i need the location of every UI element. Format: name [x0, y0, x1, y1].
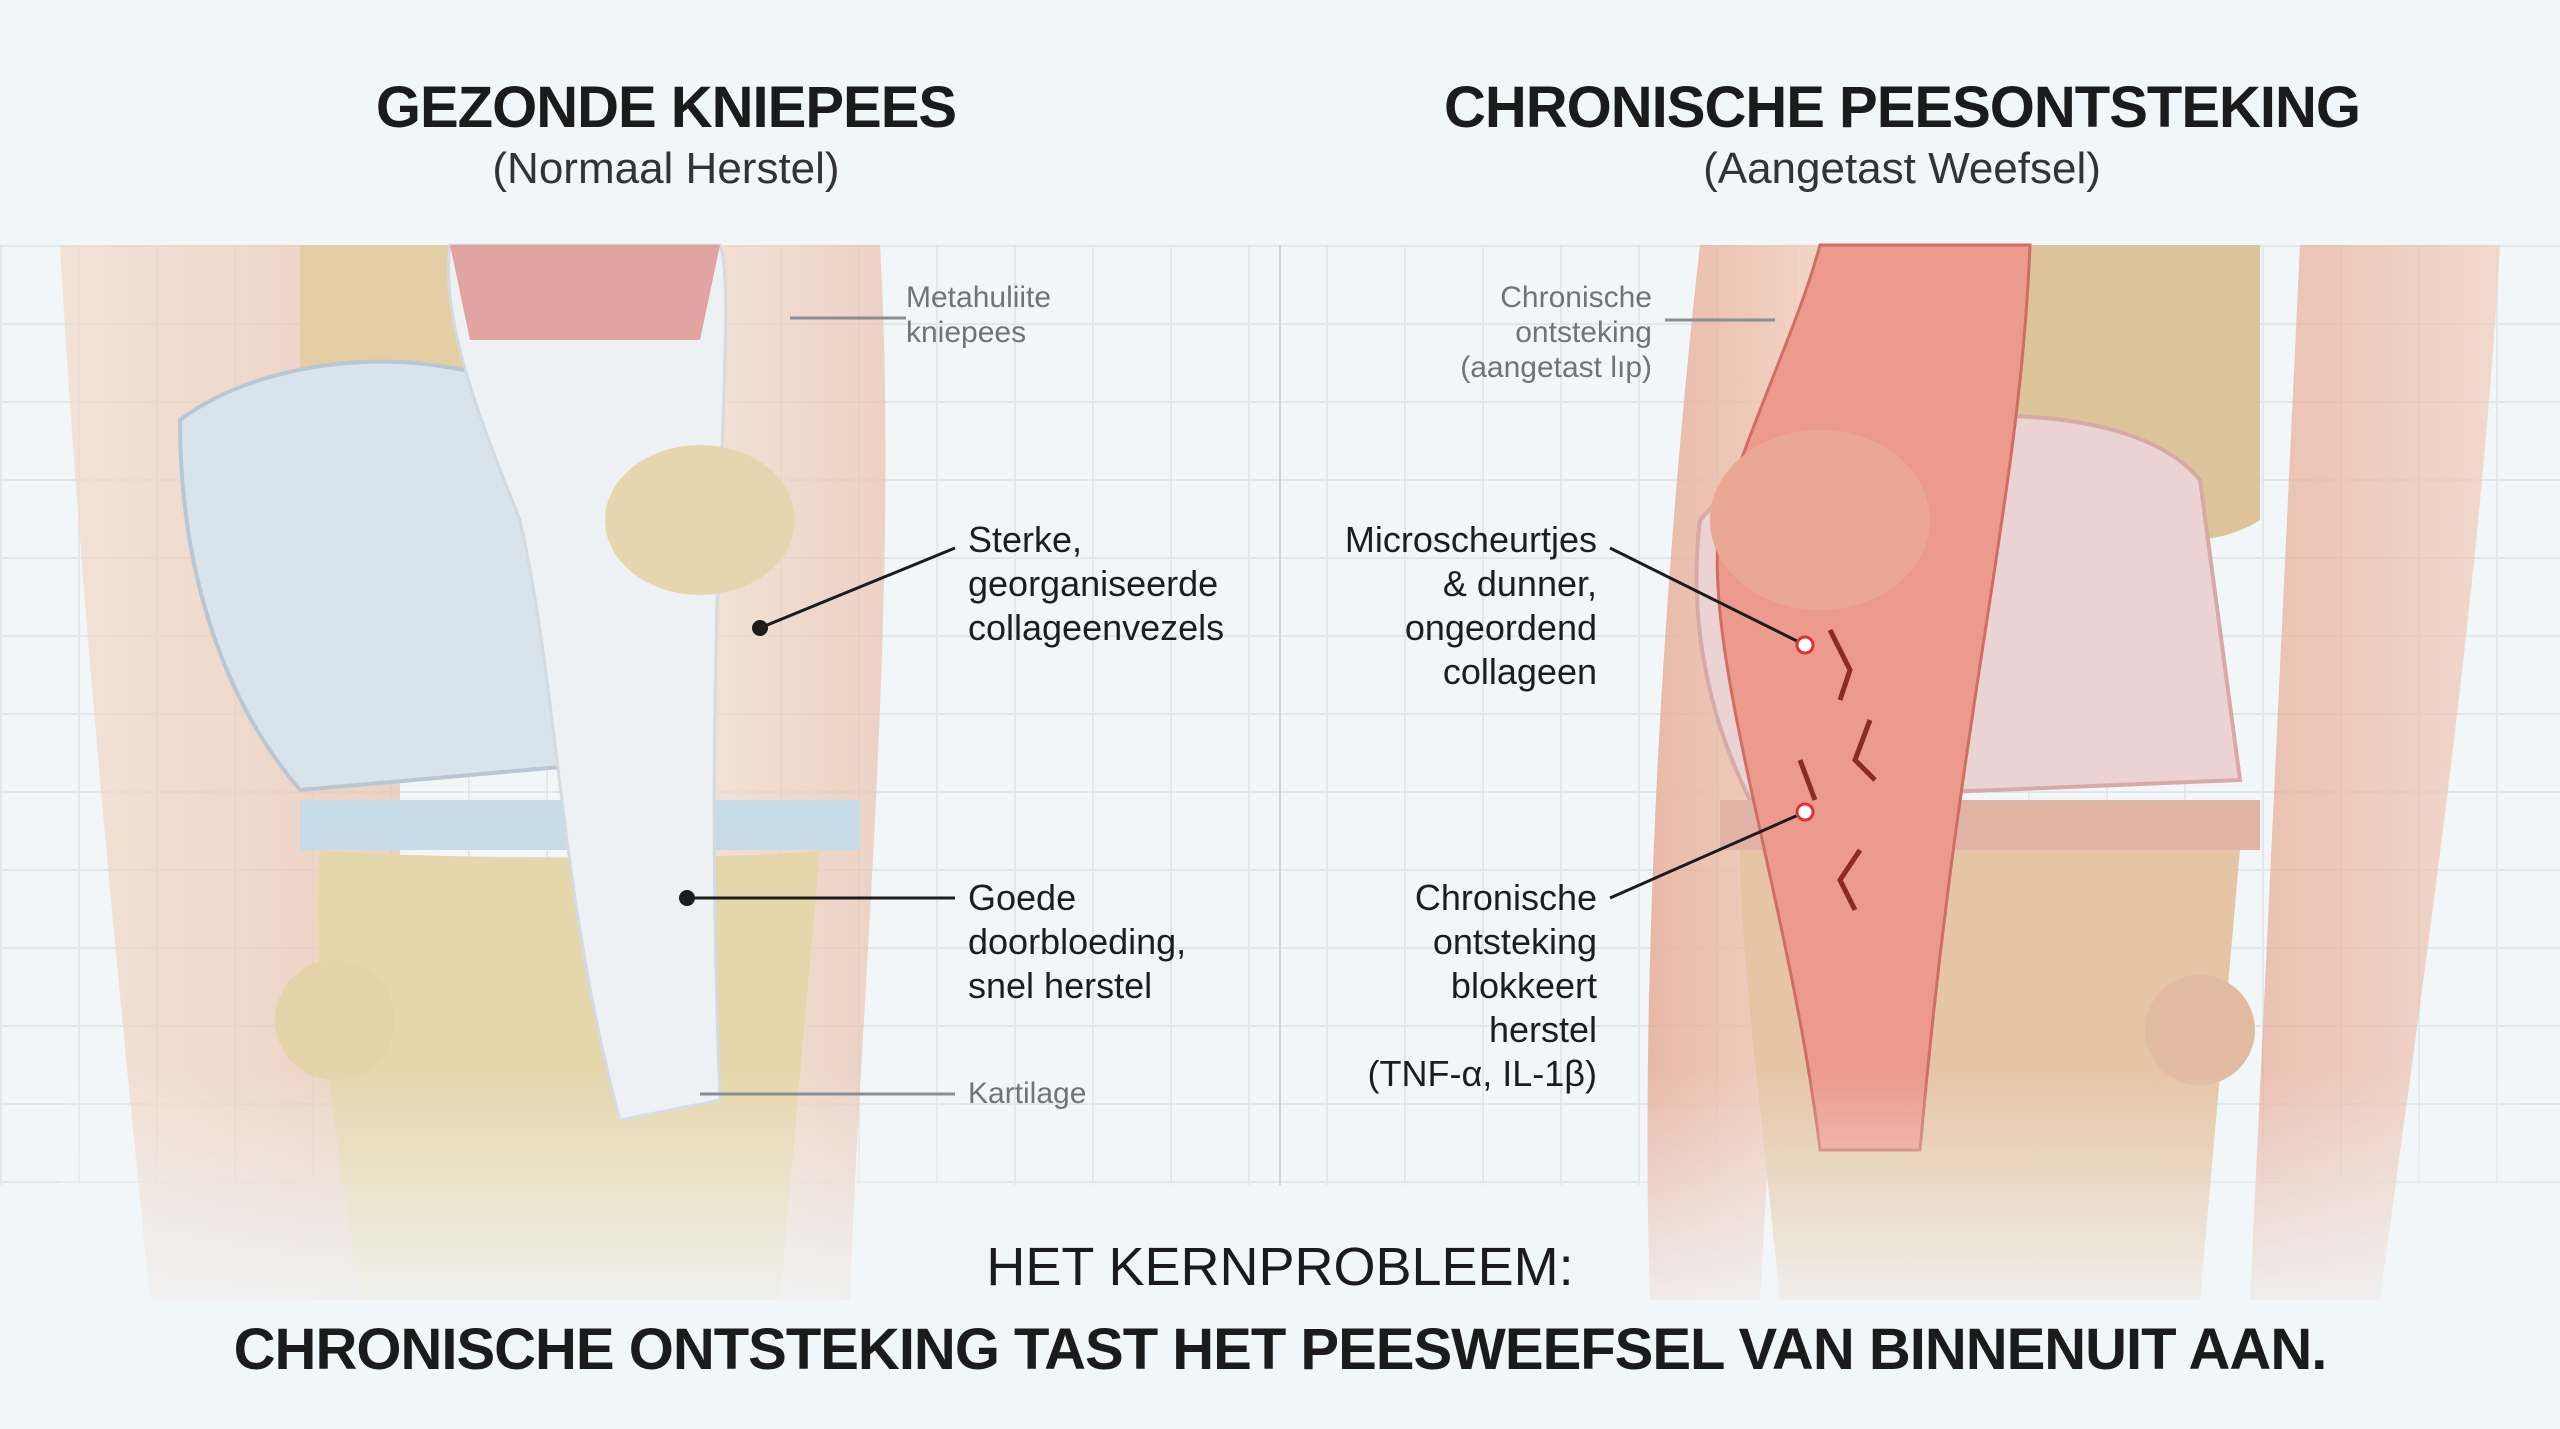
leader-tears: [1609, 546, 1806, 647]
panel-divider: [1279, 245, 1281, 1185]
label-line: snel herstel: [968, 965, 1153, 1006]
label-line: collageenvezels: [968, 607, 1225, 648]
core-problem-heading: HET KERNPROBLEEM:: [986, 1237, 1574, 1297]
label-line: ontsteking: [1515, 316, 1652, 349]
label-line: (TNF-α, IL-1β): [1367, 1053, 1598, 1094]
label-line: herstel: [1488, 1009, 1597, 1050]
label-line: & dunner,: [1442, 563, 1597, 604]
label-inflammation: Chronische ontsteking (aangetast lıp): [1460, 280, 1652, 385]
label-line: Microscheurtjes: [1344, 519, 1597, 560]
leader-collagen: [759, 546, 956, 630]
left-panel-title: GEZONDE KNIEPEES: [375, 75, 957, 140]
left-panel-subtitle: (Normaal Herstel): [492, 144, 840, 193]
label-line: Chronische: [1414, 877, 1597, 918]
label-line: Chronische: [1500, 281, 1652, 314]
label-line: georganiseerde: [968, 563, 1219, 604]
label-line: ontsteking: [1432, 921, 1597, 962]
label-line: (aangetast lıp): [1460, 351, 1652, 384]
label-line: ongeordend: [1404, 607, 1597, 648]
label-line: Metahuliite: [906, 281, 1052, 314]
label-line: collageen: [1442, 651, 1597, 692]
label-cartilage: Kartilage: [968, 1077, 1087, 1110]
label-collagen: Sterke, georganiseerde collageenvezels: [968, 518, 1224, 650]
label-blocked-repair: Chronische ontsteking blokkeert herstel …: [1368, 876, 1598, 1096]
label-tendon: Metahuliite kniepees: [906, 280, 1051, 350]
right-panel-subtitle: (Aangetast Weefsel): [1703, 144, 2101, 193]
core-problem-statement: CHRONISCHE ONTSTEKING TAST HET PEESWEEFS…: [233, 1317, 2328, 1382]
label-line: kniepees: [906, 316, 1027, 349]
label-line: Goede: [968, 877, 1077, 918]
leader-block: [1609, 810, 1806, 900]
inflamed-knee: [1640, 243, 2520, 1345]
healthy-knee: [60, 243, 960, 1345]
label-micro-tears: Microscheurtjes & dunner, ongeordend col…: [1345, 518, 1597, 694]
label-blood-flow: Goede doorbloeding, snel herstel: [968, 876, 1186, 1008]
right-panel-title: CHRONISCHE PEESONTSTEKING: [1444, 75, 2361, 140]
label-line: blokkeert: [1450, 965, 1597, 1006]
label-line: doorbloeding,: [968, 921, 1187, 962]
label-line: Sterke,: [968, 519, 1083, 560]
